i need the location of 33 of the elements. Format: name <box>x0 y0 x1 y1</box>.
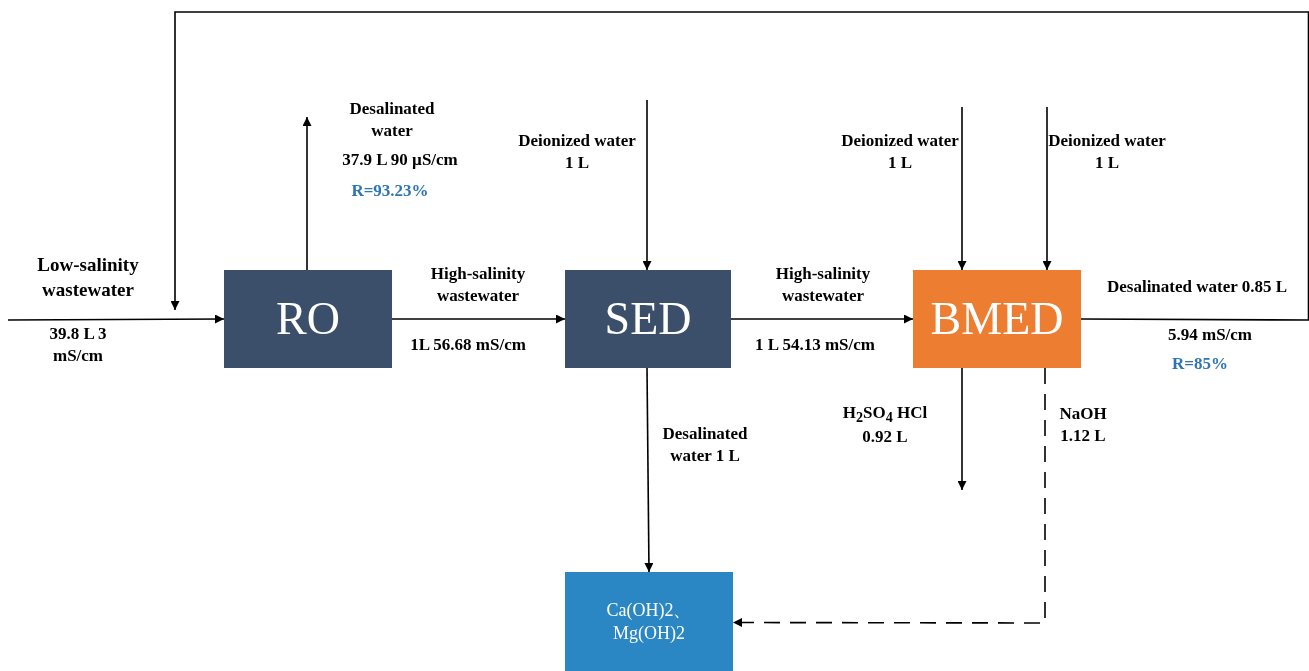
flow-label: Low-salinity wastewater <box>36 253 140 302</box>
flow-label: Deionized water 1 L <box>840 129 960 174</box>
product-box: Ca(OH)2、 Mg(OH)2 <box>565 572 733 671</box>
flow-label: 37.9 L 90 µS/cm <box>342 148 458 171</box>
flow-label: R=85% <box>1172 352 1228 375</box>
flow-label: 1 L 54.13 mS/cm <box>754 333 876 356</box>
arrow <box>957 106 967 271</box>
flow-label: 39.8 L 3 mS/cm <box>48 322 108 367</box>
flow-label: Desalinated water <box>348 97 436 142</box>
arrow <box>644 367 654 573</box>
arrow <box>170 11 1309 321</box>
arrow <box>7 314 225 324</box>
flow-label: Deionized water 1 L <box>1047 129 1167 174</box>
arrow <box>732 367 1046 627</box>
flow-label: H$_{2}$SO$_{4}$ HCl 0.92 L <box>841 401 929 449</box>
arrow <box>391 314 566 324</box>
flow-label: NaOH 1.12 L <box>1058 402 1108 447</box>
process-box: BMED <box>913 270 1081 368</box>
flow-label: R=93.23% <box>351 179 429 202</box>
process-box: RO <box>224 270 392 368</box>
flow-label: Deionized water 1 L <box>517 129 637 174</box>
arrow <box>302 116 312 271</box>
flow-label: 1L 56.68 mS/cm <box>409 333 527 356</box>
flow-label: Desalinated water 0.85 L <box>1105 275 1289 298</box>
arrow <box>730 314 914 324</box>
flow-label: Desalinated water 1 L <box>661 422 749 467</box>
arrow <box>1042 106 1052 271</box>
flow-label: High-salinity wastewater <box>429 262 527 307</box>
arrow <box>642 99 652 271</box>
arrow <box>957 367 967 491</box>
flow-label: 5.94 mS/cm <box>1167 323 1252 346</box>
process-box: SED <box>565 270 731 368</box>
flow-label: High-salinity wastewater <box>774 262 872 307</box>
